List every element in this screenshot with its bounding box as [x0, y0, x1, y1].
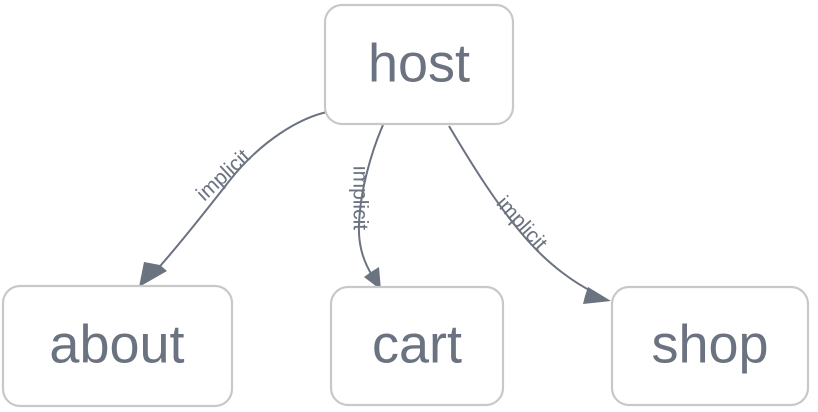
node-cart-label: cart: [372, 314, 462, 374]
edge-host-shop[interactable]: implicit: [448, 125, 611, 304]
node-shop[interactable]: shop: [610, 285, 810, 407]
edge-host-cart-label: implicit: [348, 166, 371, 230]
edge-host-shop-label: implicit: [492, 192, 552, 255]
edge-host-cart[interactable]: implicit: [348, 124, 384, 290]
node-host-label: host: [368, 33, 470, 93]
edge-host-about-label: implicit: [192, 145, 255, 206]
node-cart-box: [329, 285, 505, 407]
edge-host-shop-path: [448, 125, 594, 293]
node-shop-box: [610, 285, 810, 407]
edge-host-cart-arrowhead: [364, 267, 381, 290]
edge-host-about-arrowhead: [139, 262, 167, 287]
node-host-box: [323, 3, 515, 126]
node-host[interactable]: host: [323, 3, 515, 126]
node-about[interactable]: about: [1, 284, 234, 408]
node-shop-label: shop: [651, 314, 768, 374]
node-cart[interactable]: cart: [329, 285, 505, 407]
node-about-box: [1, 284, 234, 408]
edge-host-about-path: [152, 111, 328, 275]
edge-host-about[interactable]: implicit: [139, 111, 328, 287]
node-about-label: about: [49, 314, 184, 374]
edge-host-shop-arrowhead: [583, 287, 611, 304]
edge-host-cart-path: [357, 124, 384, 278]
